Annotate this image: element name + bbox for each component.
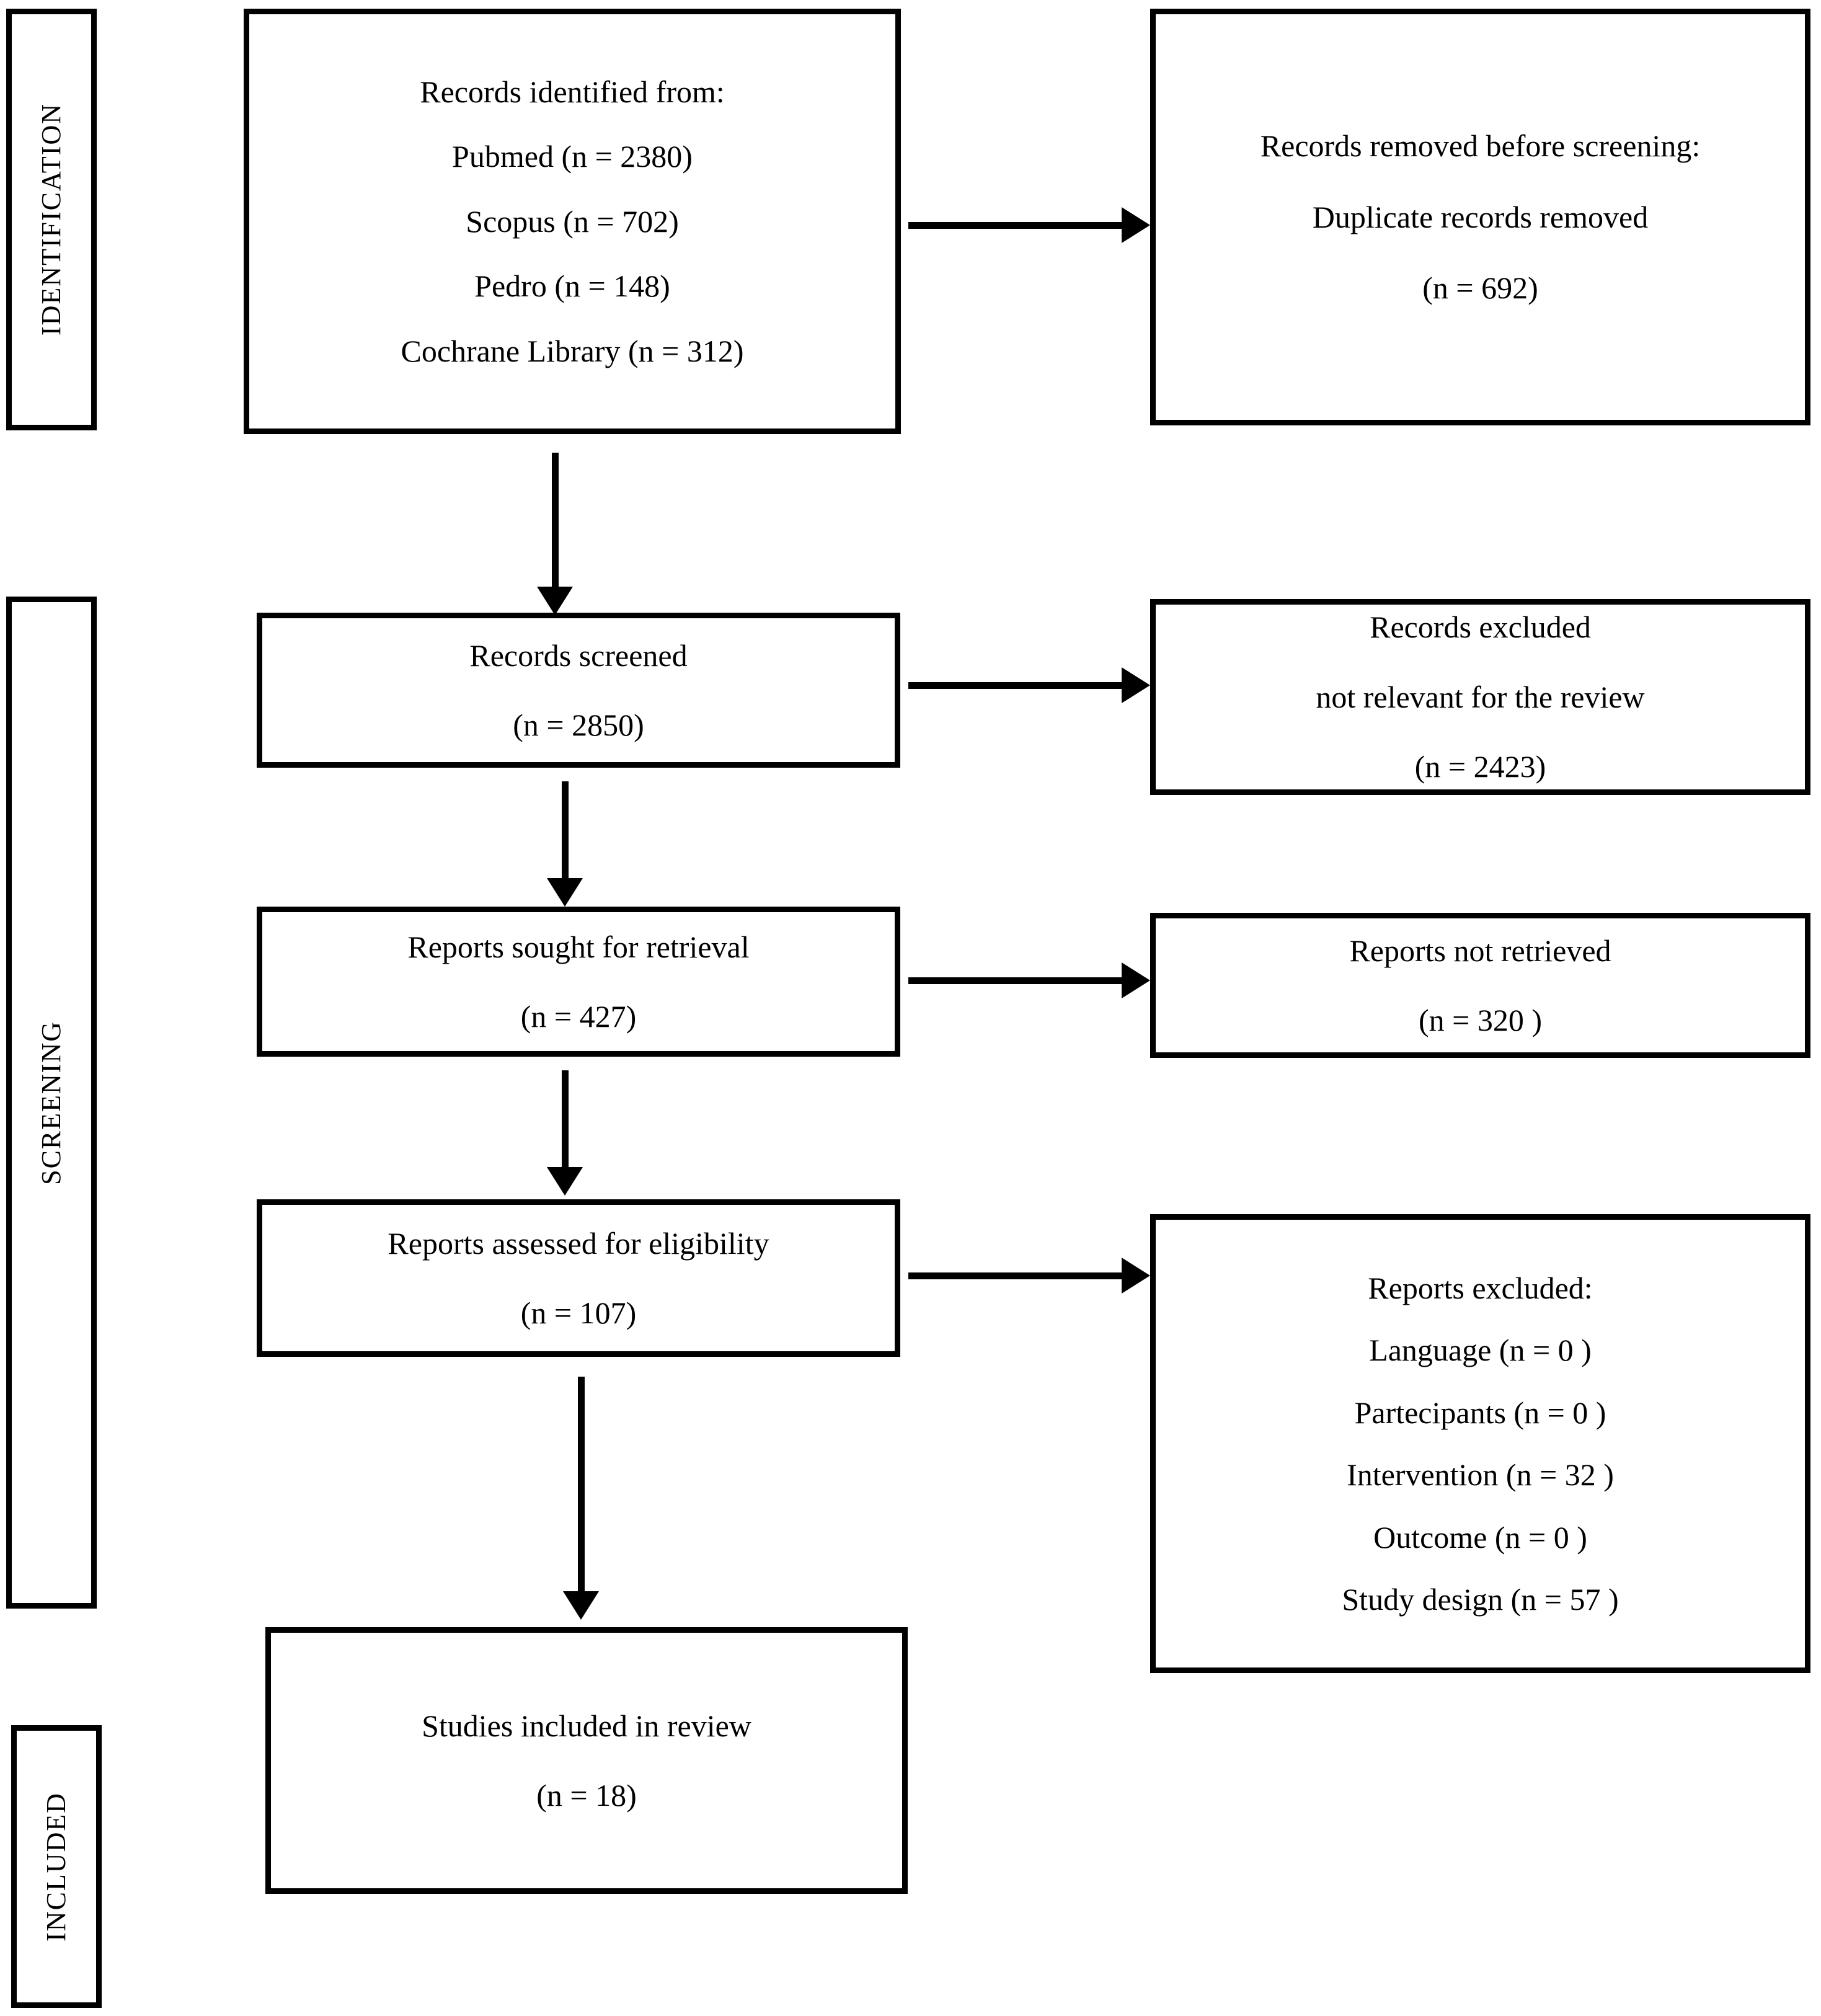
records-removed-count: (n = 692)	[1422, 270, 1538, 306]
arrow-assessed-to-included	[578, 1377, 585, 1595]
records-identified-pedro: Pedro (n = 148)	[474, 269, 670, 304]
arrow-identified-to-removed	[908, 222, 1122, 229]
records-removed-title: Records removed before screening:	[1260, 128, 1701, 164]
records-identified-pubmed: Pubmed (n = 2380)	[452, 139, 693, 174]
studies-included-title: Studies included in review	[422, 1708, 751, 1743]
phase-label-included: INCLUDED	[41, 1792, 71, 1942]
arrow-screened-to-sought	[562, 781, 569, 882]
records-excluded-count: (n = 2423)	[1414, 749, 1546, 784]
arrow-identified-to-removed-head	[1122, 207, 1150, 243]
arrow-screened-to-excluded-head	[1122, 667, 1150, 703]
node-records-removed: Records removed before screening: Duplic…	[1150, 9, 1810, 425]
reports-not-retrieved-count: (n = 320 )	[1419, 1003, 1542, 1037]
arrow-sought-to-assessed	[562, 1070, 569, 1171]
node-reports-sought: Reports sought for retrieval (n = 427)	[257, 907, 900, 1057]
reports-sought-count: (n = 427)	[520, 999, 637, 1034]
arrow-identified-to-screened-head	[537, 587, 573, 615]
phase-box-identification: IDENTIFICATION	[6, 9, 97, 430]
arrow-identified-to-screened	[552, 453, 559, 590]
records-screened-title: Records screened	[469, 637, 688, 673]
arrow-sought-to-not-retrieved	[908, 977, 1122, 984]
arrow-sought-to-assessed-head	[547, 1167, 583, 1196]
phase-box-included: INCLUDED	[11, 1725, 102, 2008]
arrow-assessed-to-excluded	[908, 1272, 1122, 1279]
reports-excluded-language: Language (n = 0 )	[1369, 1333, 1592, 1367]
phase-label-screening: SCREENING	[36, 1020, 66, 1185]
arrow-screened-to-sought-head	[547, 878, 583, 907]
records-identified-cochrane: Cochrane Library (n = 312)	[401, 333, 744, 368]
arrow-screened-to-excluded	[908, 682, 1122, 689]
phase-label-identification: IDENTIFICATION	[36, 103, 66, 336]
records-excluded-title: Records excluded	[1370, 610, 1591, 645]
records-screened-count: (n = 2850)	[513, 708, 644, 742]
reports-excluded-study-design: Study design (n = 57 )	[1342, 1582, 1619, 1617]
arrow-sought-to-not-retrieved-head	[1122, 962, 1150, 998]
records-excluded-reason: not relevant for the review	[1316, 679, 1645, 714]
records-identified-scopus: Scopus (n = 702)	[466, 203, 679, 239]
phase-box-screening: SCREENING	[6, 597, 97, 1609]
studies-included-count: (n = 18)	[536, 1778, 637, 1813]
node-reports-assessed: Reports assessed for eligibility (n = 10…	[257, 1199, 900, 1357]
reports-excluded-intervention: Intervention (n = 32 )	[1347, 1457, 1614, 1492]
node-records-identified: Records identified from: Pubmed (n = 238…	[244, 9, 901, 434]
reports-assessed-title: Reports assessed for eligibility	[388, 1225, 769, 1261]
node-reports-excluded: Reports excluded: Language (n = 0 ) Part…	[1150, 1214, 1810, 1673]
node-records-screened: Records screened (n = 2850)	[257, 613, 900, 768]
node-records-excluded: Records excluded not relevant for the re…	[1150, 599, 1810, 795]
records-identified-title: Records identified from:	[420, 74, 725, 109]
reports-excluded-outcome: Outcome (n = 0 )	[1373, 1519, 1587, 1555]
arrow-assessed-to-included-head	[563, 1591, 599, 1620]
reports-excluded-partecipants: Partecipants (n = 0 )	[1354, 1395, 1606, 1430]
reports-assessed-count: (n = 107)	[520, 1295, 637, 1330]
reports-sought-title: Reports sought for retrieval	[407, 929, 750, 964]
reports-not-retrieved-title: Reports not retrieved	[1349, 933, 1611, 968]
records-removed-duplicate: Duplicate records removed	[1312, 199, 1649, 234]
node-reports-not-retrieved: Reports not retrieved (n = 320 )	[1150, 913, 1810, 1058]
reports-excluded-title: Reports excluded:	[1368, 1270, 1593, 1305]
arrow-assessed-to-excluded-head	[1122, 1258, 1150, 1294]
node-studies-included: Studies included in review (n = 18)	[265, 1627, 908, 1894]
